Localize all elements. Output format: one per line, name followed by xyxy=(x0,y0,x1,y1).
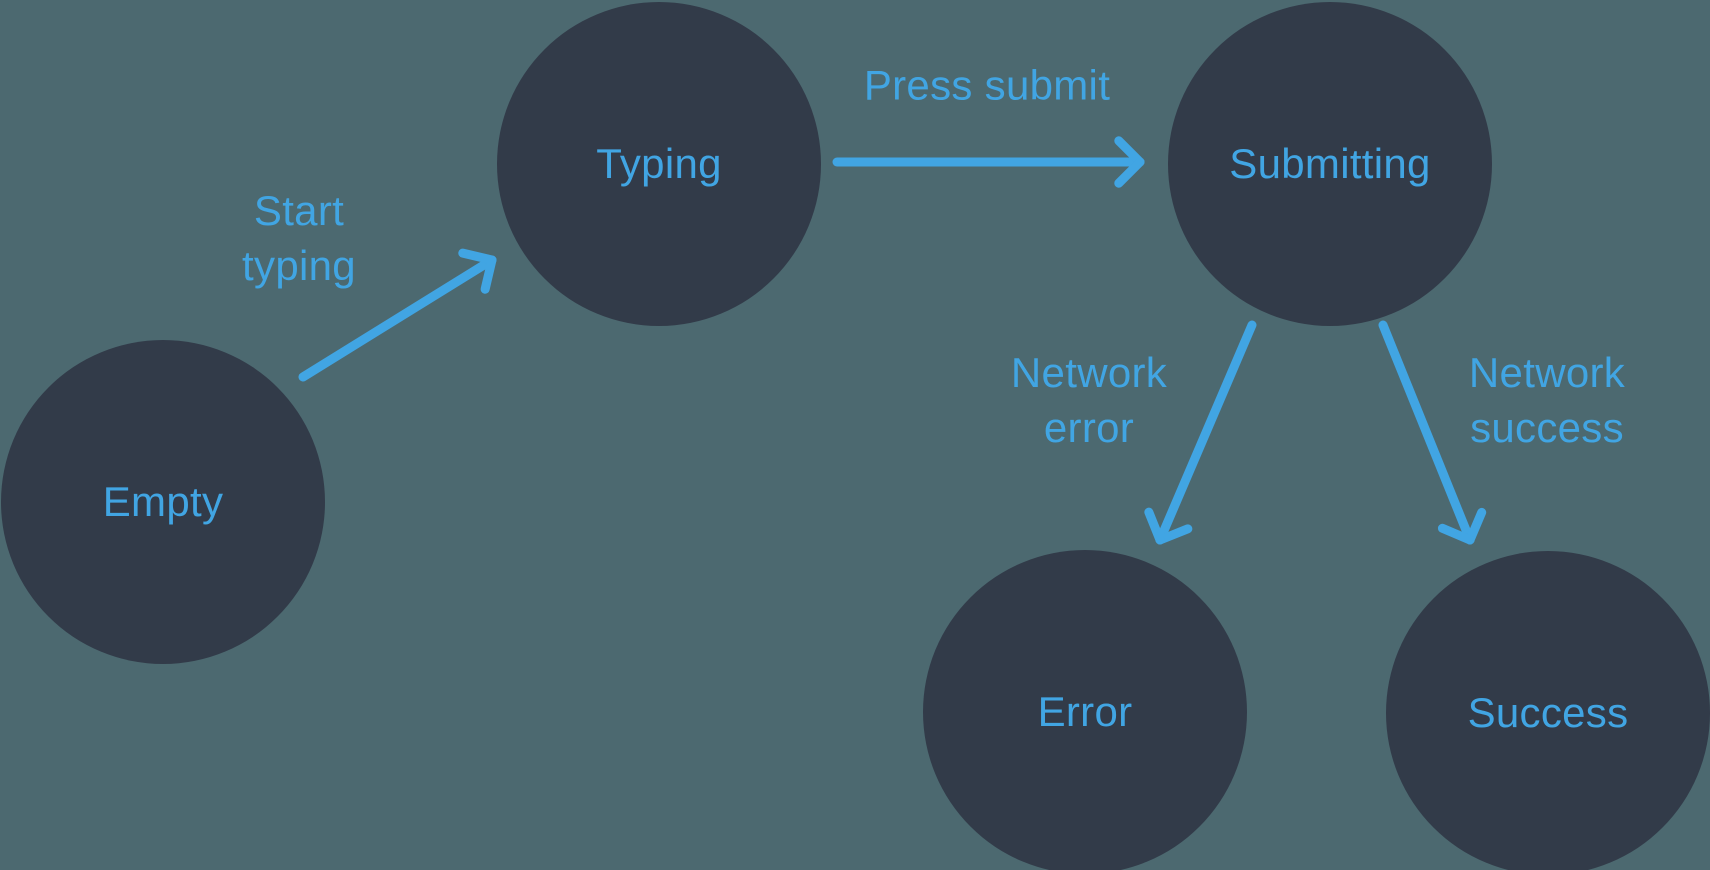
transition-label-line: typing xyxy=(242,242,356,289)
transition-label-line: error xyxy=(1043,404,1135,451)
transition-label-line: success xyxy=(1470,404,1624,451)
transition-label-start-typing: Start typing xyxy=(242,183,356,293)
transition-arrow-network-error xyxy=(1144,320,1257,545)
transition-arrow-start-typing xyxy=(298,248,497,382)
transition-label-line: Network xyxy=(1010,349,1168,396)
state-node-submitting: Submitting xyxy=(1168,2,1492,326)
state-node-error: Error xyxy=(923,550,1247,870)
transition-label-line: Press submit xyxy=(863,61,1111,109)
state-node-success: Success xyxy=(1386,551,1710,870)
state-node-label-success: Success xyxy=(1467,688,1629,736)
state-node-label-empty: Empty xyxy=(102,477,224,525)
state-node-empty: Empty xyxy=(1,340,325,664)
state-node-label-submitting: Submitting xyxy=(1229,139,1431,187)
transition-arrow-network-success xyxy=(1378,320,1487,545)
transition-label-line: Start xyxy=(253,187,345,234)
state-node-label-typing: Typing xyxy=(596,139,722,187)
transition-arrow-press-submit xyxy=(832,136,1145,188)
transition-label-network-success: Network success xyxy=(1469,345,1625,455)
transition-label-press-submit: Press submit xyxy=(864,58,1110,113)
transition-label-line: Network xyxy=(1468,349,1626,396)
state-node-typing: Typing xyxy=(497,2,821,326)
transition-label-network-error: Network error xyxy=(1011,345,1167,455)
state-node-label-error: Error xyxy=(1037,687,1133,735)
